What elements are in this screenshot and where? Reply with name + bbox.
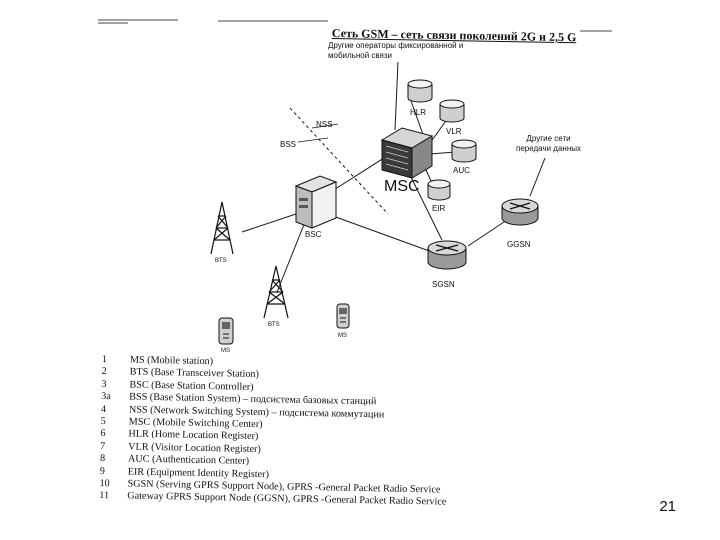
- label-bts-1: BTS: [215, 258, 227, 264]
- label-ggsn: GGSN: [507, 240, 531, 249]
- ggsn-router-icon: [501, 198, 539, 226]
- network-links: [241, 61, 546, 293]
- legend-number: 3a: [101, 391, 111, 403]
- label-ms-2: MS: [338, 333, 347, 339]
- legend-number: 3: [101, 378, 107, 390]
- mobile-phone-icon-1: [218, 317, 234, 345]
- auc-database-icon: [451, 139, 477, 163]
- sgsn-router-icon: [427, 240, 467, 270]
- link-msc-vlr: [429, 117, 449, 144]
- link-ggsn-data-networks: [529, 157, 546, 197]
- link-msc-operators: [394, 61, 399, 131]
- label-vlr: VLR: [446, 127, 462, 136]
- legend-number: 8: [99, 453, 106, 465]
- label-nss: NSS: [316, 120, 333, 129]
- vlr-database-icon: [439, 99, 465, 123]
- link-bts2-bsc: [276, 221, 306, 293]
- label-bts-2: BTS: [268, 322, 280, 328]
- label-bss: BSS: [280, 140, 297, 149]
- hlr-database-icon: [407, 79, 433, 103]
- mobile-phone-icon-2: [336, 303, 350, 329]
- legend-number: 5: [100, 416, 106, 428]
- scan-artifact-lines: [98, 19, 612, 32]
- note-other-networks-line-2: передачи данных: [516, 144, 582, 153]
- link-sgsn-ggsn: [467, 221, 505, 247]
- note-other-operators-line-2: мобильной связи: [328, 51, 393, 60]
- legend-number: 4: [100, 403, 107, 415]
- link-bts1-bsc: [241, 211, 303, 233]
- label-sgsn: SGSN: [432, 280, 455, 289]
- eir-database-icon: [427, 179, 451, 201]
- legend-number: 9: [99, 465, 105, 477]
- legend-number: 6: [100, 428, 106, 440]
- bts-tower-icon-1: [210, 201, 234, 255]
- legend-number: 2: [101, 366, 107, 378]
- label-hlr: HLR: [410, 108, 427, 117]
- nss-arrow-line: [311, 123, 339, 129]
- legend-number: 7: [100, 440, 106, 452]
- bsc-server-icon: [294, 175, 338, 229]
- legend-number: 11: [99, 490, 110, 502]
- bts-tower-icon-2: [263, 265, 289, 319]
- legend-number: 10: [99, 478, 110, 490]
- label-auc: AUC: [453, 166, 470, 175]
- link-msc-auc: [429, 151, 456, 155]
- note-other-operators: Другие операторы фиксированной и мобильн…: [328, 41, 463, 61]
- label-bsc: BSC: [305, 230, 322, 239]
- note-other-networks: Другие сети передачи данных: [516, 134, 581, 154]
- note-other-networks-line-1: Другие сети: [526, 134, 571, 143]
- legend-number: 1: [101, 354, 108, 366]
- label-msc: MSC: [384, 178, 420, 195]
- bss-arrow-line: [297, 137, 329, 143]
- link-msc-sgsn: [409, 174, 443, 241]
- label-eir: EIR: [432, 204, 446, 213]
- note-other-operators-line-1: Другие операторы фиксированной и: [328, 41, 464, 50]
- msc-switch-icon: [380, 127, 434, 179]
- label-ms-1: MS: [221, 348, 230, 354]
- bss-nss-boundary: [289, 107, 389, 215]
- page-number: 21: [659, 498, 676, 515]
- link-bsc-sgsn: [321, 211, 433, 253]
